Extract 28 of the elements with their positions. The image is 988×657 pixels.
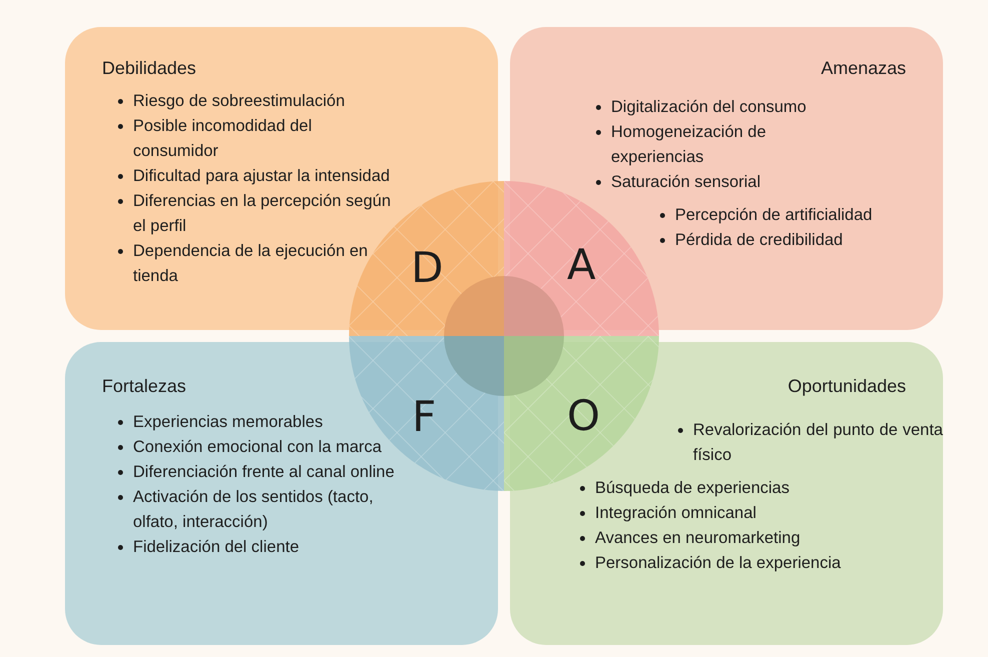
bullet-item: Percepción de artificialidad (660, 203, 900, 228)
quadrant-letter: D (411, 247, 444, 289)
quadrant-letter: F (412, 396, 436, 438)
bullet-item: Pérdida de credibilidad (660, 228, 900, 253)
bullet-item: Integración omnicanal (580, 501, 925, 526)
bullet-item: Experiencias memorables (118, 410, 405, 435)
quadrant-heading: Debilidades (102, 58, 196, 79)
bullet-item: Dificultad para ajustar la intensidad (118, 164, 395, 189)
bullet-item: Digitalización del consumo (596, 95, 841, 120)
bullet-item: Dependencia de la ejecución en tienda (118, 239, 395, 289)
bullet-item: Revalorización del punto de venta físico (678, 418, 943, 468)
bullet-item: Conexión emocional con la marca (118, 435, 405, 460)
bullet-item: Riesgo de sobreestimulación (118, 89, 395, 114)
quadrant-heading: Amenazas (820, 58, 906, 79)
bullet-item: Homogeneización de experiencias (596, 120, 841, 170)
quadrant-letter: A (567, 244, 596, 286)
bullet-item: Fidelización del cliente (118, 535, 405, 560)
bullet-item: Saturación sensorial (596, 170, 841, 195)
bullet-item: Personalización de la experiencia (580, 551, 925, 576)
quadrant-heading: Fortalezas (102, 376, 186, 397)
bullet-item: Activación de los sentidos (tacto, olfato, interacción) (118, 485, 405, 535)
bullet-item: Posible incomodidad del consumidor (118, 114, 395, 164)
quadrant-letter: O (567, 395, 600, 437)
bullet-item: Avances en neuromarketing (580, 526, 925, 551)
bullet-item: Búsqueda de experiencias (580, 476, 925, 501)
bullet-item: Diferenciación frente al canal online (118, 460, 405, 485)
quadrant-heading: Oportunidades (788, 376, 906, 397)
bullet-item: Diferencias en la percepción según el perfil (118, 189, 395, 239)
